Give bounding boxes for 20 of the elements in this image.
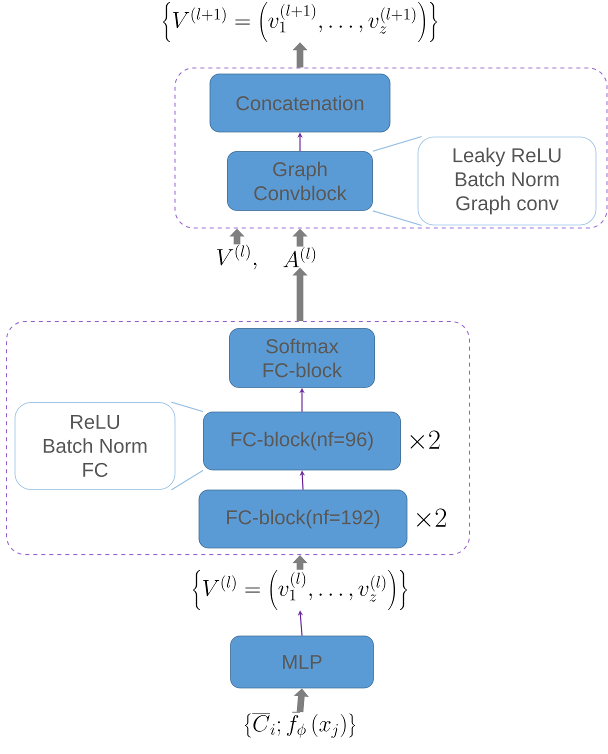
process-box: Graph Convblock [227, 151, 373, 211]
formula: $\left\{V^{(l+1)}=\left(v_1^{(l+1)},\ldots,v_z^{(l+1)}\right)\right\}$ [163, 2, 437, 42]
dashed-group-frame [6, 320, 470, 556]
callout-box: Leaky ReLU Batch Norm Graph conv [418, 136, 596, 226]
callout-box: ReLU Batch Norm FC [14, 402, 176, 490]
dashed-group-frame [174, 67, 608, 229]
formula: $V^{(l)},$ [217, 244, 256, 270]
process-box: FC-block(nf=96) [203, 412, 401, 470]
process-box: Concatenation [210, 74, 390, 132]
leader-line [171, 470, 204, 490]
formula: $A^{(l)}$ [283, 246, 316, 268]
leader-line [171, 402, 204, 412]
multiplier-label: $\times 2$ [410, 430, 440, 449]
process-box: FC-block(nf=192) [198, 490, 408, 548]
process-box: Softmax FC-block [229, 328, 375, 388]
process-box: MLP [230, 636, 374, 688]
leader-line [372, 136, 422, 152]
formula: $\left\{V^{(l)}=\left(v_1^{(l)},\ldots,v_z^{(l)}\right)\right\}$ [193, 570, 407, 610]
multiplier-label: $\times 2$ [417, 508, 446, 527]
formula: $\left\{\overline{C}_i;\bar{f}_\phi\left(x_j\right)\right\}$ [244, 712, 356, 738]
